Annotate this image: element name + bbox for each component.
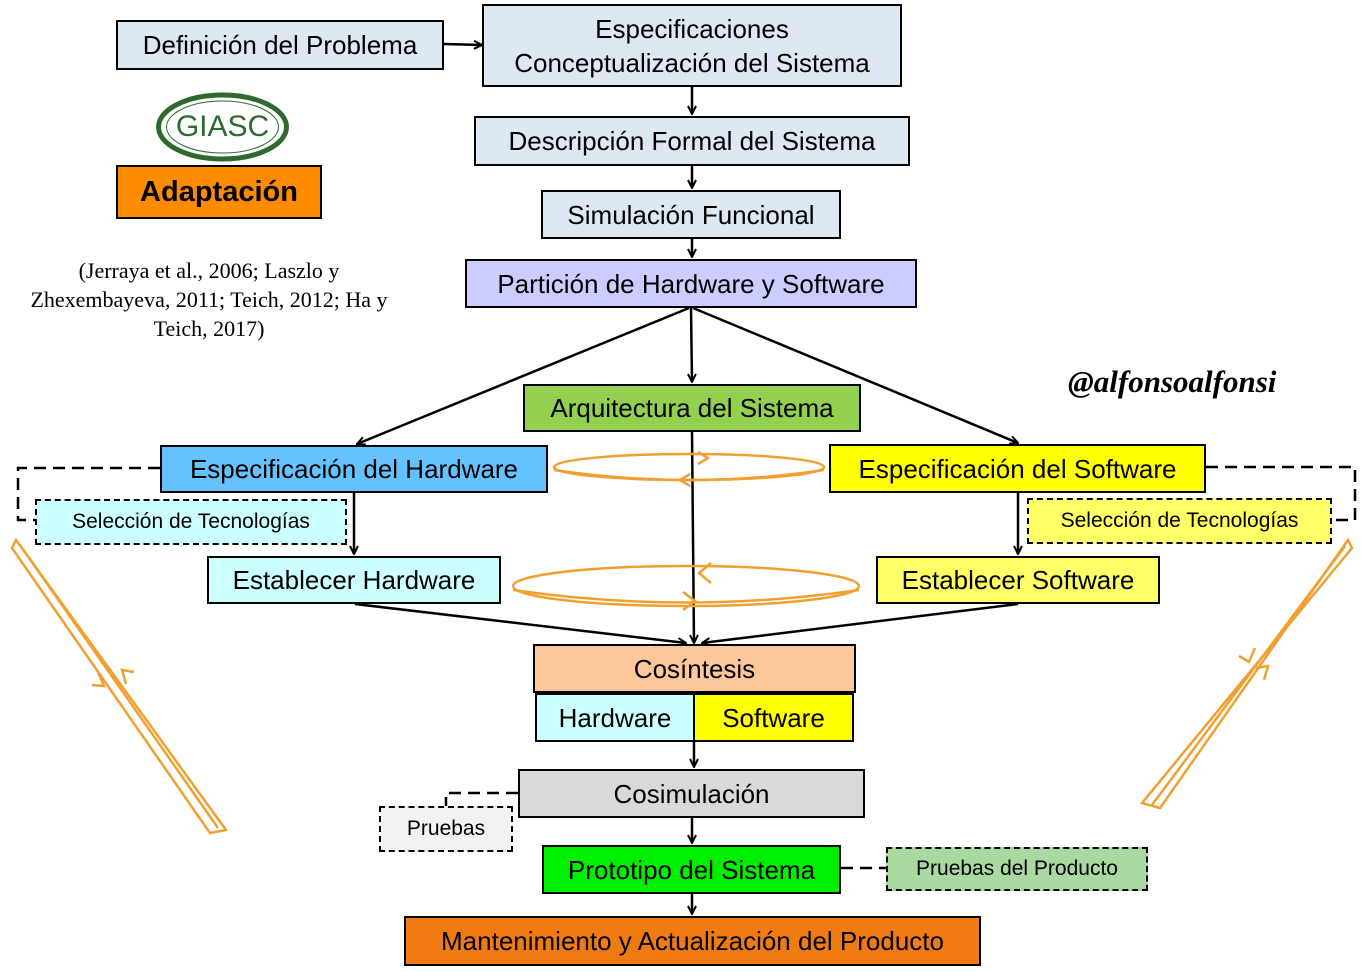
seleccion-tecnologias-hw-box: Selección de Tecnologías xyxy=(35,499,347,545)
giasc-logo-icon: GIASC xyxy=(156,92,289,162)
pruebas-box: Pruebas xyxy=(379,806,513,852)
arrow-estsw-cosintesis xyxy=(702,602,1019,643)
dash-cosim-pruebas xyxy=(444,791,518,806)
citation-line-2: Zhexembayeva, 2011; Teich, 2012; Ha y xyxy=(30,287,388,312)
software-box: Software xyxy=(693,693,854,742)
especificaciones-line-1: Especificaciones xyxy=(595,13,789,44)
hardware-box: Hardware xyxy=(535,693,695,742)
loop-arquitectura xyxy=(552,450,826,488)
simulacion-funcional-box: Simulación Funcional xyxy=(541,190,841,239)
loop-hardware-lateral xyxy=(10,537,229,835)
adaptacion-box: Adaptación xyxy=(116,165,322,219)
particion-box: Partición de Hardware y Software xyxy=(465,259,917,308)
especificacion-hardware-box: Especificación del Hardware xyxy=(160,445,548,493)
cosintesis-box: Cosíntesis xyxy=(533,644,856,693)
establecer-software-box: Establecer Software xyxy=(876,556,1160,604)
arrow-particion-especsw xyxy=(692,306,1018,443)
mantenimiento-box: Mantenimiento y Actualización del Produc… xyxy=(404,916,981,966)
arrow-definicion-especificaciones xyxy=(443,44,482,45)
especificaciones-box: Especificaciones Conceptualización del S… xyxy=(482,4,902,87)
arrow-arquitectura-cosintesis xyxy=(692,431,694,643)
arrow-esthw-cosintesis xyxy=(354,602,686,643)
especificacion-software-box: Especificación del Software xyxy=(829,444,1206,493)
descripcion-formal-box: Descripción Formal del Sistema xyxy=(474,116,910,166)
seleccion-tecnologias-sw-box: Selección de Tecnologías xyxy=(1027,498,1332,544)
author-handle: @alfonsoalfonsi xyxy=(1068,364,1277,399)
citation: (Jerraya et al., 2006; Laszlo y Zhexemba… xyxy=(0,256,418,343)
logo-text: GIASC xyxy=(176,110,269,143)
definicion-del-problema-box: Definición del Problema xyxy=(116,20,444,70)
citation-line-1: (Jerraya et al., 2006; Laszlo y xyxy=(78,258,340,283)
citation-line-3: Teich, 2017) xyxy=(153,316,265,341)
arrow-particion-arquitectura xyxy=(691,307,692,382)
loop-establecer xyxy=(511,562,861,611)
arquitectura-box: Arquitectura del Sistema xyxy=(523,384,861,432)
loop-software-lateral xyxy=(1139,537,1354,810)
pruebas-producto-box: Pruebas del Producto xyxy=(886,847,1148,891)
establecer-hardware-box: Establecer Hardware xyxy=(207,556,501,604)
arrow-particion-espechw xyxy=(357,306,690,444)
especificaciones-line-2: Conceptualización del Sistema xyxy=(514,47,870,78)
prototipo-box: Prototipo del Sistema xyxy=(542,845,841,894)
cosimulacion-box: Cosimulación xyxy=(518,769,865,818)
dash-especsw-seltec xyxy=(1206,465,1357,522)
